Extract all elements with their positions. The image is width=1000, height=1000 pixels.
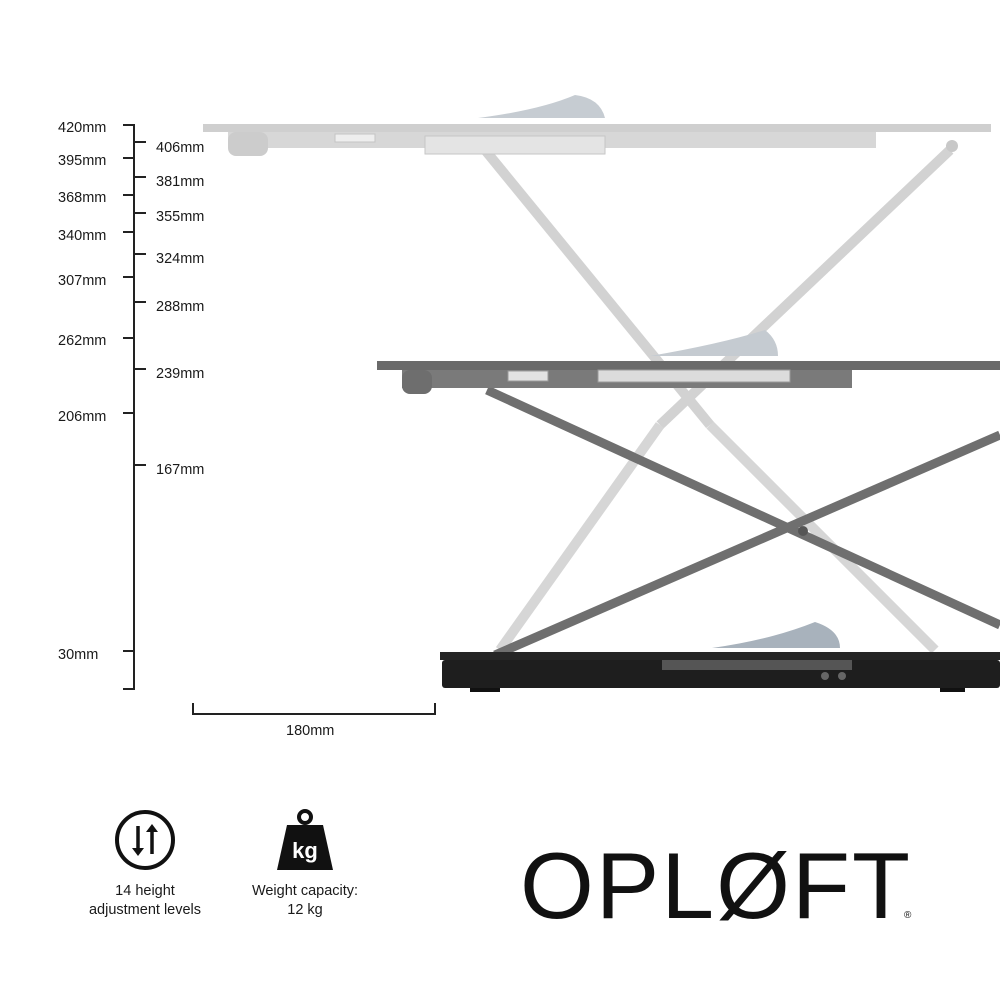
desk-middle-position xyxy=(377,330,1000,660)
height-label-381: 381mm xyxy=(156,174,205,190)
tick-420 xyxy=(123,124,135,126)
height-levels-line2: adjustment levels xyxy=(88,902,202,918)
up-down-arrows-icon xyxy=(115,810,175,870)
tick-406 xyxy=(134,141,146,143)
height-label-355: 355mm xyxy=(156,209,205,225)
height-label-395: 395mm xyxy=(58,153,107,169)
tick-206 xyxy=(123,412,135,414)
feature-height-levels: 14 height adjustment levels xyxy=(70,808,220,920)
height-label-288: 288mm xyxy=(156,299,205,315)
feature-weight-capacity: kg Weight capacity: 12 kg xyxy=(230,808,380,920)
desk-bottom-position xyxy=(440,622,1000,692)
tick-288 xyxy=(134,301,146,303)
tick-30 xyxy=(123,650,135,652)
height-label-167: 167mm xyxy=(156,462,205,478)
brand-logo: OPLØFT ® xyxy=(520,833,912,936)
width-dimension-line xyxy=(192,713,435,715)
height-label-324: 324mm xyxy=(156,251,205,267)
height-levels-line1: 14 height xyxy=(115,883,175,899)
tick-324 xyxy=(134,253,146,255)
height-label-406: 406mm xyxy=(156,140,205,156)
desk-riser-illustration xyxy=(203,95,1000,692)
height-label-206: 206mm xyxy=(58,409,107,425)
width-dim-right-end xyxy=(434,703,436,715)
kg-weight-icon: kg xyxy=(277,809,333,870)
tick-381 xyxy=(134,176,146,178)
tick-355 xyxy=(134,212,146,214)
height-scale-axis xyxy=(133,124,135,689)
weight-capacity-line2: 12 kg xyxy=(287,902,323,918)
width-dim-left-end xyxy=(192,703,194,715)
tick-395 xyxy=(123,157,135,159)
tick-167 xyxy=(134,464,146,466)
width-dimension-label: 180mm xyxy=(286,723,335,739)
weight-capacity-line1: Weight capacity: xyxy=(251,883,359,899)
height-label-340: 340mm xyxy=(58,228,107,244)
kg-icon-text: kg xyxy=(292,838,318,863)
tick-368 xyxy=(123,194,135,196)
tick-307 xyxy=(123,276,135,278)
height-label-368: 368mm xyxy=(58,190,107,206)
height-label-30: 30mm xyxy=(58,647,99,663)
height-label-262: 262mm xyxy=(58,333,107,349)
tick-base xyxy=(123,688,135,690)
tick-340 xyxy=(123,231,135,233)
brand-name: OPLØFT xyxy=(520,833,912,936)
height-label-307: 307mm xyxy=(58,273,107,289)
registered-mark: ® xyxy=(904,910,912,921)
tick-239 xyxy=(134,368,146,370)
height-label-420: 420mm xyxy=(58,120,107,136)
height-label-239: 239mm xyxy=(156,366,205,382)
tick-262 xyxy=(123,337,135,339)
